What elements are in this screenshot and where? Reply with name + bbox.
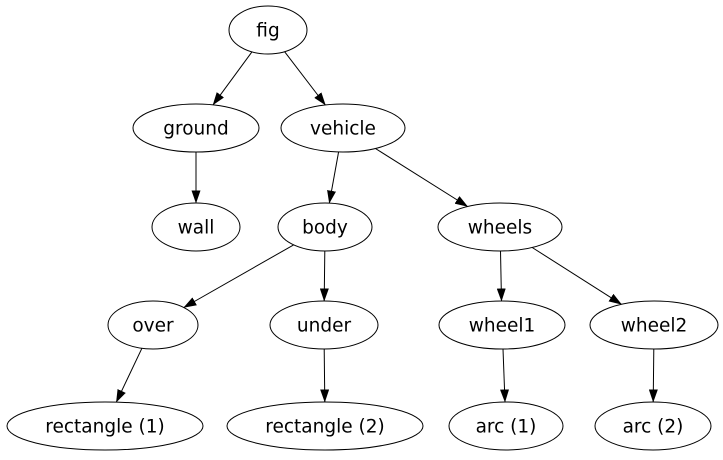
node-ellipse-wheel1 xyxy=(438,300,566,350)
edge-vehicle-wheels xyxy=(375,148,469,207)
edge-fig-vehicle xyxy=(284,51,326,106)
edge-wheels-wheel1 xyxy=(496,250,506,302)
node-ellipse-over xyxy=(107,300,199,350)
node-ellipse-under xyxy=(269,300,379,350)
edge-wheel2-arc2 xyxy=(648,348,658,403)
edge-wheel1-arc1 xyxy=(500,348,510,403)
edge-under-rectangle2 xyxy=(320,348,330,403)
node-rectangle1: rectangle (1) xyxy=(6,401,204,451)
edge-layer xyxy=(115,51,658,403)
node-ellipse-arc1 xyxy=(448,401,564,451)
node-ellipse-wheels xyxy=(437,202,563,252)
node-label-wheels: wheels xyxy=(468,218,532,239)
node-label-arc1: arc (1) xyxy=(476,417,537,438)
node-label-wheel2: wheel2 xyxy=(621,316,688,337)
node-ellipse-rectangle1 xyxy=(6,401,204,451)
node-over: over xyxy=(107,300,199,350)
edge-over-rectangle1 xyxy=(115,348,143,403)
node-label-rectangle1: rectangle (1) xyxy=(45,417,164,438)
node-label-over: over xyxy=(132,316,174,337)
edge-wheels-wheel2 xyxy=(531,247,622,305)
node-vehicle: vehicle xyxy=(280,103,406,153)
node-arc1: arc (1) xyxy=(448,401,564,451)
node-under: under xyxy=(269,300,379,350)
node-ellipse-ground xyxy=(132,103,260,153)
node-wheel2: wheel2 xyxy=(589,300,719,350)
node-ellipse-wall xyxy=(151,202,241,252)
node-ellipse-body xyxy=(277,202,373,252)
node-label-under: under xyxy=(297,316,352,337)
node-ellipse-arc2 xyxy=(594,401,712,451)
node-label-arc2: arc (2) xyxy=(623,417,684,438)
edge-vehicle-body xyxy=(327,151,340,204)
node-wheel1: wheel1 xyxy=(438,300,566,350)
node-fig: fig xyxy=(228,5,308,55)
node-label-ground: ground xyxy=(163,119,228,140)
node-arc2: arc (2) xyxy=(594,401,712,451)
node-body: body xyxy=(277,202,373,252)
edge-fig-ground xyxy=(212,51,253,106)
node-layer: fig ground vehicle wall body wheels over under w… xyxy=(6,5,719,451)
node-ellipse-fig xyxy=(228,5,308,55)
node-label-vehicle: vehicle xyxy=(310,119,376,140)
node-label-wall: wall xyxy=(178,218,215,239)
node-wall: wall xyxy=(151,202,241,252)
edge-body-over xyxy=(183,244,294,308)
node-label-body: body xyxy=(302,218,348,239)
node-label-fig: fig xyxy=(256,21,279,42)
node-ellipse-vehicle xyxy=(280,103,406,153)
node-wheels: wheels xyxy=(437,202,563,252)
edge-body-under xyxy=(319,250,329,302)
node-ground: ground xyxy=(132,103,260,153)
node-label-rectangle2: rectangle (2) xyxy=(265,417,384,438)
node-ellipse-rectangle2 xyxy=(226,401,424,451)
node-label-wheel1: wheel1 xyxy=(469,316,536,337)
node-rectangle2: rectangle (2) xyxy=(226,401,424,451)
node-ellipse-wheel2 xyxy=(589,300,719,350)
